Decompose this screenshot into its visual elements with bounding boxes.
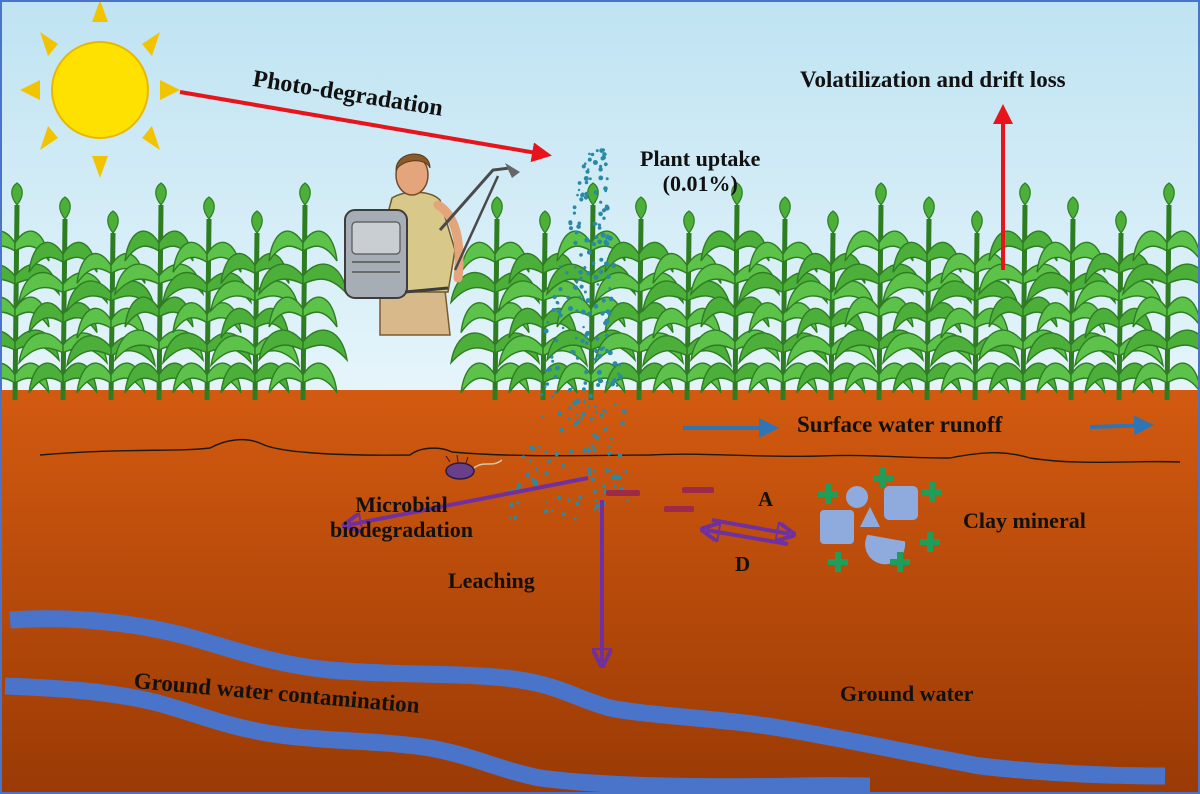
plus-charge-icon xyxy=(828,552,848,572)
microbial-biodegradation-label: Microbial biodegradation xyxy=(330,492,473,543)
corn-plant-icon xyxy=(257,182,349,401)
soil-surface-line xyxy=(39,438,1181,463)
microbial-arrow xyxy=(348,476,589,525)
plant-uptake-percent: (0.01%) xyxy=(662,171,738,197)
adsorption-desorption-arrows xyxy=(706,518,790,546)
clay-mineral-icon xyxy=(818,468,942,572)
plus-charge-icon xyxy=(818,484,838,504)
sun-icon xyxy=(20,0,180,178)
bacterium-icon xyxy=(445,454,503,480)
plus-charge-icon xyxy=(920,532,940,552)
pesticide-spray xyxy=(509,148,630,520)
leaching-label: Leaching xyxy=(448,568,535,593)
clay-mineral-label: Clay mineral xyxy=(963,508,1086,533)
volatilization-label: Volatilization and drift loss xyxy=(800,67,1066,92)
plus-charge-icon xyxy=(922,482,942,502)
corn-plant-icon xyxy=(833,182,925,401)
corn-plant-icon xyxy=(1121,182,1200,401)
plus-charge-icon xyxy=(873,468,893,488)
biodegradation-text: biodegradation xyxy=(330,517,474,543)
corn-field xyxy=(0,182,1200,401)
surface-runoff-label: Surface water runoff xyxy=(797,412,1003,437)
ground-water-label: Ground water xyxy=(840,681,974,706)
adsorption-label: A xyxy=(758,487,774,511)
surface-runoff-arrow-right xyxy=(1089,415,1154,436)
desorption-label: D xyxy=(735,552,751,576)
negative-charges xyxy=(606,487,714,512)
plant-uptake-label: Plant uptake (0.01%) xyxy=(640,146,760,197)
farmer-sprayer-icon xyxy=(344,153,520,336)
photo-degradation-arrow xyxy=(179,90,552,163)
microbial-text: Microbial xyxy=(355,492,448,517)
positive-charges xyxy=(818,468,942,572)
ground-water-streams xyxy=(4,610,1166,794)
plant-uptake-text: Plant uptake xyxy=(640,146,761,171)
plus-charge-icon xyxy=(890,552,910,572)
